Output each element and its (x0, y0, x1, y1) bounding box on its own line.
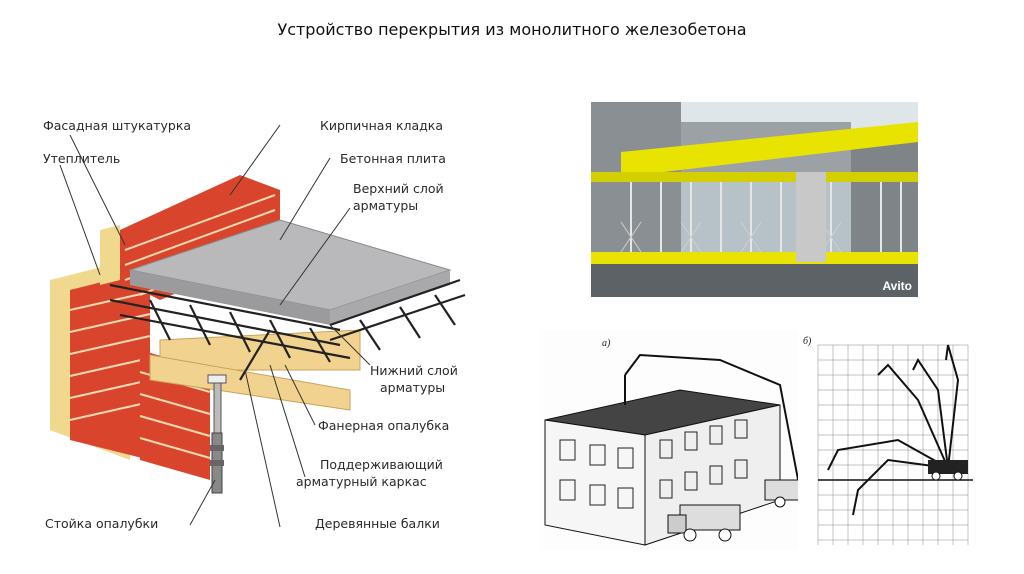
label-upper-rebar-line2: арматуры (353, 198, 419, 213)
label-plywood-formwork: Фанерная опалубка (318, 418, 450, 433)
label-formwork-prop: Стойка опалубки (45, 516, 159, 531)
figure-b-tag: б) (803, 336, 812, 347)
formwork-prop (207, 374, 227, 494)
label-facade-plaster: Фасадная штукатурка (43, 118, 192, 133)
label-brickwork: Кирпичная кладка (320, 118, 443, 133)
avito-watermark: Avito (882, 279, 912, 293)
label-support-frame-line2: арматурный каркас (296, 474, 427, 489)
label-support-frame-line1: Поддерживающий (320, 457, 443, 472)
label-lower-rebar-line2: арматуры (380, 380, 446, 395)
slab-construction-diagram (50, 124, 466, 528)
figure-a-tag: а) (602, 338, 611, 349)
rebar-grid (109, 278, 466, 381)
formwork-photo: Avito (591, 102, 918, 297)
label-wooden-beams: Деревянные балки (315, 516, 440, 531)
label-lower-rebar-line1: Нижний слой (370, 363, 458, 378)
label-concrete-slab: Бетонная плита (340, 151, 446, 166)
label-upper-rebar-line1: Верхний слой (353, 181, 444, 196)
page-title: Устройство перекрытия из монолитного жел… (277, 20, 747, 39)
boom-reach-grid: б) (798, 330, 988, 552)
concrete-pump-drawing: а) (540, 330, 815, 550)
label-insulation: Утеплитель (43, 151, 121, 166)
